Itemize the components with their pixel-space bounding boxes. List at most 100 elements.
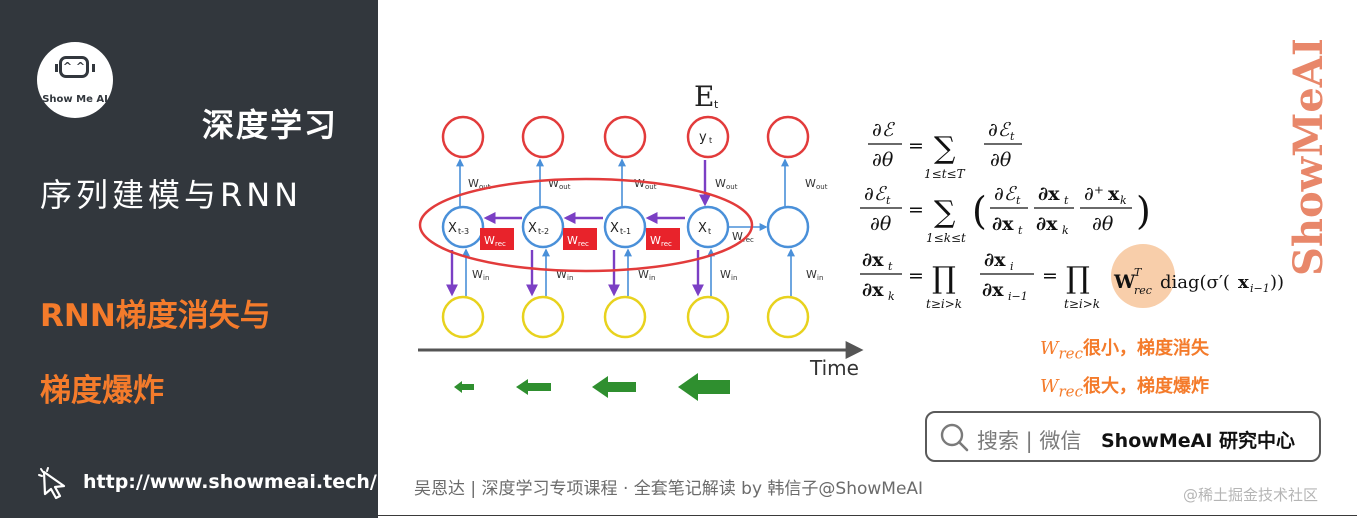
win-label-4: W	[720, 268, 731, 281]
svg-text:): )	[1136, 189, 1151, 233]
hidden-label-main-3: X	[610, 221, 619, 236]
wrec-box-1	[480, 228, 514, 250]
hidden-node-t-1	[603, 205, 647, 249]
search-label: 搜索 | 微信	[977, 429, 1082, 453]
svg-text:∂x: ∂x	[992, 213, 1014, 235]
svg-text:T: T	[1134, 266, 1143, 279]
wout-sub-4: out	[726, 183, 738, 191]
time-axis-label: Time	[809, 356, 859, 380]
cursor-click-icon	[38, 467, 66, 500]
error-subscript: t	[714, 98, 719, 111]
svg-text:=: =	[908, 265, 924, 287]
svg-text:∂x: ∂x	[982, 279, 1004, 301]
error-symbol: E	[694, 80, 714, 113]
win-sub-2: in	[567, 274, 573, 282]
wrec-sub-1: rec	[495, 240, 506, 248]
svg-text:=: =	[908, 199, 924, 221]
output-node-2	[521, 115, 565, 159]
svg-text:∂ℰ: ∂ℰ	[872, 119, 896, 141]
svg-text:∂θ: ∂θ	[872, 149, 894, 171]
site-url-link[interactable]: http://www.showmeai.tech/	[83, 471, 377, 493]
wrec-label-out: W	[732, 230, 743, 243]
svg-text:∂x: ∂x	[862, 249, 884, 271]
svg-text:i−1: i−1	[1250, 282, 1270, 295]
svg-text:1≤k≤t: 1≤k≤t	[926, 231, 966, 245]
wrec-text-1: W	[484, 234, 495, 247]
svg-text:i−1: i−1	[1008, 290, 1028, 303]
svg-text:i: i	[1010, 260, 1014, 273]
svg-text:rec: rec	[1134, 284, 1152, 297]
wout-sub-5: out	[816, 183, 828, 191]
forward-arrows	[456, 158, 795, 296]
note-text-large: 很大，梯度爆炸	[1082, 376, 1209, 397]
svg-text:∂ℰ: ∂ℰ	[994, 183, 1018, 205]
svg-text:k: k	[888, 290, 895, 303]
wout-sub-3: out	[645, 183, 657, 191]
svg-text:)): ))	[1270, 272, 1284, 293]
wout-sub-2: out	[559, 183, 571, 191]
win-sub-1: in	[483, 274, 489, 282]
hidden-node-t-2	[521, 205, 565, 249]
green-arrow-2	[516, 379, 551, 395]
error-label: E t	[694, 80, 719, 113]
backprop-arrows	[446, 160, 711, 297]
wrec-box-2	[563, 228, 597, 250]
svg-text:∂ℰ: ∂ℰ	[864, 183, 888, 205]
svg-text:∂θ: ∂θ	[1092, 213, 1114, 235]
green-arrow-3	[592, 376, 636, 398]
svg-text:=: =	[1042, 265, 1058, 287]
weight-labels: W out W out W out W out W out W in W in …	[468, 177, 828, 282]
svg-text:W: W	[1113, 271, 1136, 293]
svg-text:x: x	[1108, 183, 1120, 205]
wrec-text-3: W	[650, 234, 661, 247]
output-node-5	[766, 115, 810, 159]
wrec-sub-3: rec	[661, 240, 672, 248]
svg-text:∂θ: ∂θ	[990, 149, 1012, 171]
svg-text:t≥i>k: t≥i>k	[1064, 297, 1100, 311]
svg-text:∂x: ∂x	[984, 249, 1006, 271]
win-label-2: W	[556, 268, 567, 281]
output-node-3	[603, 115, 647, 159]
svg-text:k: k	[1062, 224, 1069, 237]
win-label-5: W	[806, 268, 817, 281]
brand-vertical-text: ShowMeAI	[1288, 40, 1332, 276]
svg-text:t: t	[1018, 224, 1023, 237]
svg-text:t: t	[888, 260, 893, 273]
search-brand: ShowMeAI 研究中心	[1101, 430, 1295, 452]
robot-face-text: ^ ^	[62, 60, 86, 73]
note-text-small: 很小，梯度消失	[1082, 338, 1209, 359]
section-title-line1: RNN梯度消失与	[40, 298, 271, 334]
showmeai-logo[interactable]: ^ ^ Show Me AI	[37, 42, 113, 118]
logo-ear-right	[92, 64, 95, 72]
robot-face-icon: ^ ^	[59, 56, 89, 78]
wrec-sub-out: rec	[743, 236, 754, 244]
wout-label-1: W	[468, 177, 479, 190]
chapter-title: 序列建模与RNN	[40, 176, 303, 214]
juejin-watermark: @稀土掘金技术社区	[1183, 486, 1319, 504]
svg-text:k: k	[1120, 194, 1127, 207]
equation-3: ∂x t ∂x k = ∏ t≥i>k ∂x i ∂x i−1 = ∏ t≥i>…	[860, 244, 1284, 311]
hidden-label-main-4: X	[698, 221, 707, 236]
input-node-2	[521, 295, 565, 339]
wout-label-2: W	[548, 177, 559, 190]
win-label-1: W	[472, 268, 483, 281]
wechat-search-box[interactable]: 搜索 | 微信 ShowMeAI 研究中心	[925, 411, 1321, 462]
hidden-label-sub-4: t	[708, 227, 711, 236]
note-wrec-small: Wrec很小，梯度消失	[1040, 334, 1209, 363]
rnn-diagram: E t y t X t-3 X t-2 X t-1 X t	[418, 80, 864, 401]
gradient-equations: ∂ℰ ∂θ = ∑ 1≤t≤T ∂ℰ t ∂θ ∂ℰ t ∂θ = ∑ 1≤k≤…	[860, 119, 1284, 311]
svg-text:diag(σ′(: diag(σ′(	[1160, 272, 1230, 293]
equation-1: ∂ℰ ∂θ = ∑ 1≤t≤T ∂ℰ t ∂θ	[868, 119, 1022, 181]
svg-text:t: t	[1010, 130, 1015, 143]
course-credit: 吴恩达 | 深度学习专项课程 · 全套笔记解读 by 韩信子@ShowMeAI	[414, 479, 924, 499]
win-label-3: W	[638, 268, 649, 281]
equation-2: ∂ℰ t ∂θ = ∑ 1≤k≤t ( ∂ℰ t ∂x t ∂x t ∂x k …	[860, 183, 1151, 245]
bottom-rule	[378, 515, 1357, 516]
svg-text:∂x: ∂x	[1036, 213, 1058, 235]
svg-text:∑: ∑	[934, 131, 956, 166]
note-wrec-large: Wrec很大，梯度爆炸	[1040, 372, 1209, 401]
wrec-boxes: W rec W rec W rec	[480, 228, 680, 250]
note-symbol-2: W	[1040, 376, 1059, 397]
hidden-label-sub-1: t-3	[458, 227, 469, 236]
